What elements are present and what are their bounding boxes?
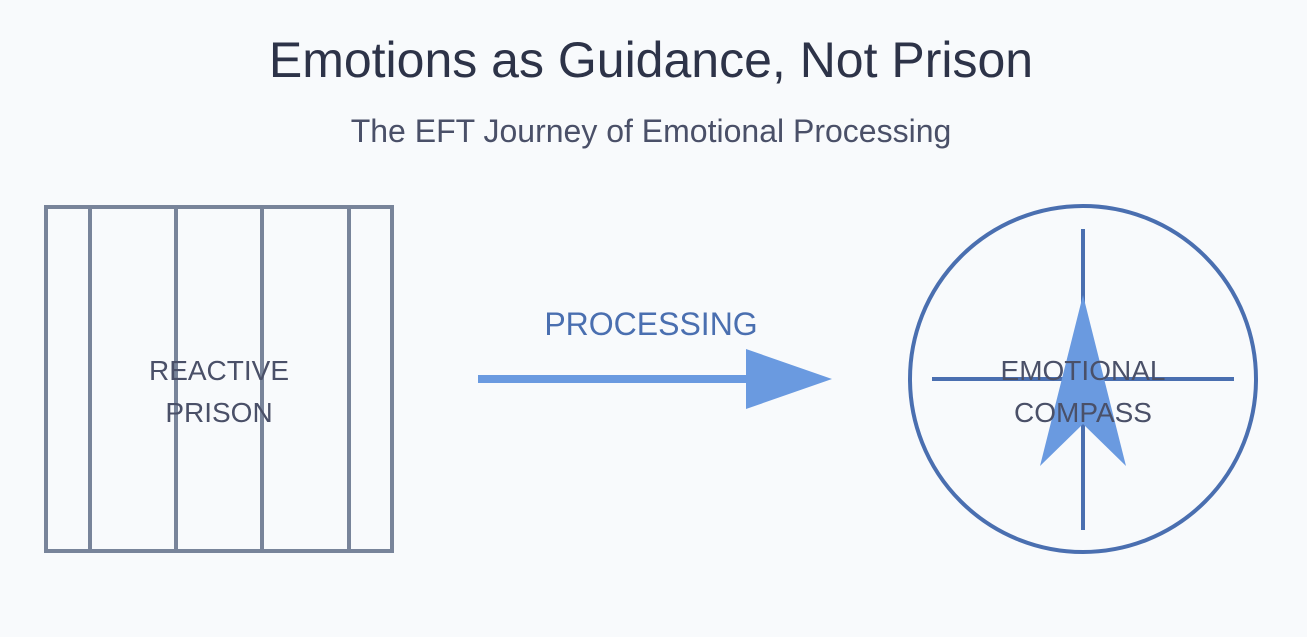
- arrow-head: [746, 349, 832, 409]
- compass-ring: [908, 204, 1258, 554]
- page-subtitle: The EFT Journey of Emotional Processing: [351, 113, 952, 149]
- compass-label-line2: COMPASS: [1014, 397, 1152, 428]
- processing-label: PROCESSING: [544, 306, 757, 342]
- prison-frame: [44, 205, 394, 553]
- compass-icon: [908, 204, 1258, 554]
- page-title: Emotions as Guidance, Not Prison: [269, 32, 1033, 88]
- arrow-right-icon: [478, 349, 832, 409]
- prison-label-line2: PRISON: [165, 397, 272, 428]
- prison-label-line1: REACTIVE: [149, 355, 289, 386]
- compass-needle: [1040, 295, 1126, 466]
- prison-icon: [44, 205, 394, 553]
- compass-label-line1: EMOTIONAL: [1001, 355, 1166, 386]
